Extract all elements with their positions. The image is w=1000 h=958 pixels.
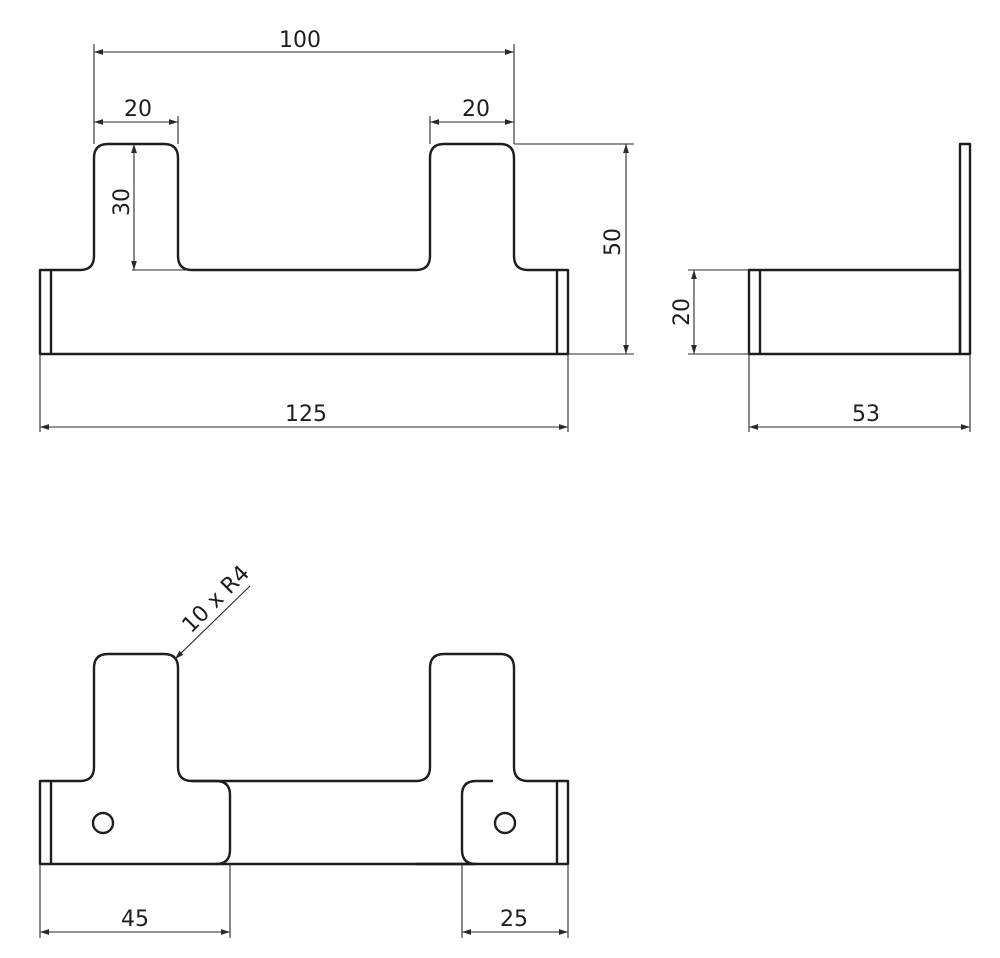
right-mounting-plate: [414, 779, 494, 866]
dim-label-20-side: 20: [670, 298, 695, 326]
bottom-view-outline: [38, 652, 570, 866]
side-view-base: [747, 268, 962, 356]
dim-label-45: 45: [121, 907, 149, 932]
side-view-upright: [958, 142, 972, 356]
side-view: 20 53: [670, 142, 972, 432]
bottom-view: 10 x R4 45 25: [38, 561, 570, 938]
radius-leader-line: [174, 585, 251, 660]
front-view-outline: [38, 142, 570, 356]
right-mounting-hole-icon: [493, 811, 517, 835]
dim-label-50: 50: [601, 228, 626, 256]
dim-label-100: 100: [279, 28, 321, 53]
dim-label-20-left: 20: [124, 97, 152, 122]
dim-label-125: 125: [285, 402, 327, 427]
dim-label-30: 30: [110, 188, 135, 216]
left-mounting-plate: [190, 779, 232, 866]
dim-label-20-right: 20: [462, 97, 490, 122]
dim-label-53: 53: [852, 402, 880, 427]
dim-label-25: 25: [500, 907, 528, 932]
left-mounting-hole-icon: [91, 811, 115, 835]
radius-note-label: 10 x R4: [178, 561, 255, 638]
front-view: 100 20 20 30 50 125: [38, 28, 634, 432]
